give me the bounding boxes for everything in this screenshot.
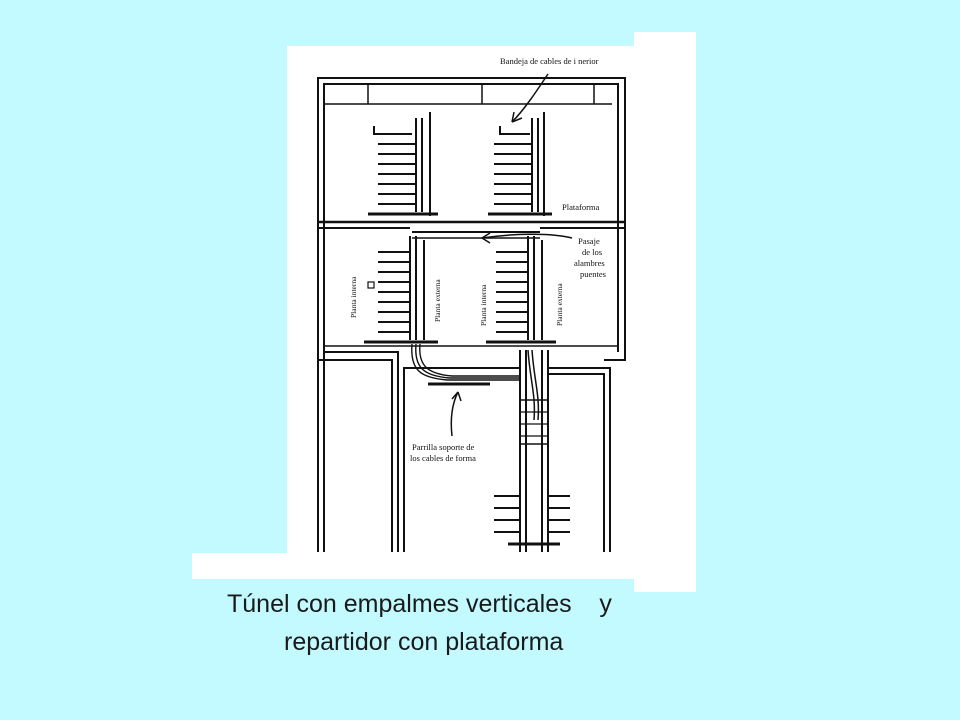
white-strip-bottom	[192, 553, 634, 579]
label-support-1: Parrilla soporte de	[412, 442, 475, 452]
white-strip-right	[634, 32, 696, 592]
label-passage-3: alambres	[574, 258, 605, 268]
label-support-2: los cables de forma	[410, 453, 476, 463]
outer-wall-inner	[323, 83, 619, 552]
tray-arrow	[511, 73, 549, 123]
label-passage-4: puentes	[580, 269, 606, 279]
caption-line-2: repartidor con plataforma	[284, 628, 564, 656]
label-plant-external-right: Planta externa	[555, 283, 564, 326]
outer-wall	[317, 77, 626, 552]
passage-arrow	[481, 233, 573, 239]
label-passage-2: de los	[582, 247, 602, 257]
label-platform: Plataforma	[562, 202, 600, 212]
figure-paper	[287, 46, 634, 554]
inner-step-right	[548, 367, 611, 552]
label-tray: Bandeja de cables de i nerior	[500, 56, 599, 66]
label-plant-internal-right: Planta interna	[479, 284, 488, 326]
inner-step-left	[324, 351, 520, 552]
caption-line-1: Túnel con empalmes verticales y	[227, 590, 612, 618]
label-passage-1: Pasaje	[578, 236, 600, 246]
label-plant-external-left: Planta externa	[433, 279, 442, 322]
label-plant-internal-left: Planta interna	[349, 276, 358, 318]
support-arrow	[450, 391, 459, 437]
outer-wall-left-step	[318, 359, 393, 552]
